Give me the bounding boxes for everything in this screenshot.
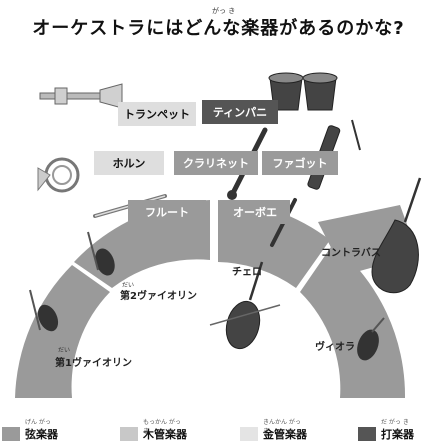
viola-section (300, 244, 406, 398)
viola-icon (357, 317, 385, 361)
legend-brass-swatch (240, 427, 258, 441)
legend-woodwind-ruby: もっかん がっ き (143, 419, 181, 435)
horn-icon (37, 157, 80, 193)
legend-strings-swatch (2, 427, 20, 441)
trumpet-icon (39, 83, 123, 109)
title-ruby: がっ き (212, 7, 236, 15)
clarinet-label: クラリネット (174, 151, 258, 175)
legend-percussion: 打楽器 だ がっ き (358, 419, 414, 443)
violin2-ruby: だい (122, 282, 134, 289)
flute-label: フルート (128, 200, 206, 224)
timpani-icon (268, 72, 338, 111)
violin1-label: 第1ヴァイオリン (55, 356, 132, 369)
legend-woodwind-swatch (120, 427, 138, 441)
violin2-icon (87, 231, 115, 276)
legend-strings: 弦楽器 げん がっ き (2, 419, 58, 443)
contrabass-label: コントラバス (321, 247, 381, 259)
violin1-section (15, 265, 110, 398)
legend-brass-ruby: きんかん がっ き (263, 419, 301, 435)
legend-brass-label: 金管楽器 (263, 428, 307, 441)
oboe-label: オーボエ (220, 200, 290, 224)
viola-label: ヴィオラ (315, 340, 355, 353)
cello-label: チェロ (232, 266, 262, 278)
legend-strings-label: 弦楽器 (25, 428, 58, 441)
stage-inner (72, 285, 340, 398)
legend-brass: 金管楽器 きんかん がっ き (240, 419, 307, 443)
violin2-label: 第2ヴァイオリン (120, 289, 197, 302)
violin1-icon (29, 289, 59, 332)
legend-woodwind: 木管楽器 もっかん がっ き (120, 419, 187, 443)
legend-percussion-swatch (358, 427, 376, 441)
timpani-label: ティンパニ (202, 100, 278, 124)
legend-woodwind-label: 木管楽器 (143, 428, 187, 441)
contrabass-icon (371, 177, 422, 294)
legend-percussion-ruby: だ がっ き (381, 419, 409, 426)
bassoon-label: ファゴット (262, 151, 338, 175)
legend-strings-ruby: げん がっ き (25, 419, 51, 435)
trumpet-label: トランペット (118, 102, 196, 126)
violin1-ruby: だい (58, 347, 70, 354)
page-title: オーケストラにはどんな楽器があるのかな? (32, 18, 405, 39)
legend-percussion-label: 打楽器 (381, 428, 414, 441)
horn-label: ホルン (94, 151, 164, 175)
cello-icon (209, 261, 281, 350)
